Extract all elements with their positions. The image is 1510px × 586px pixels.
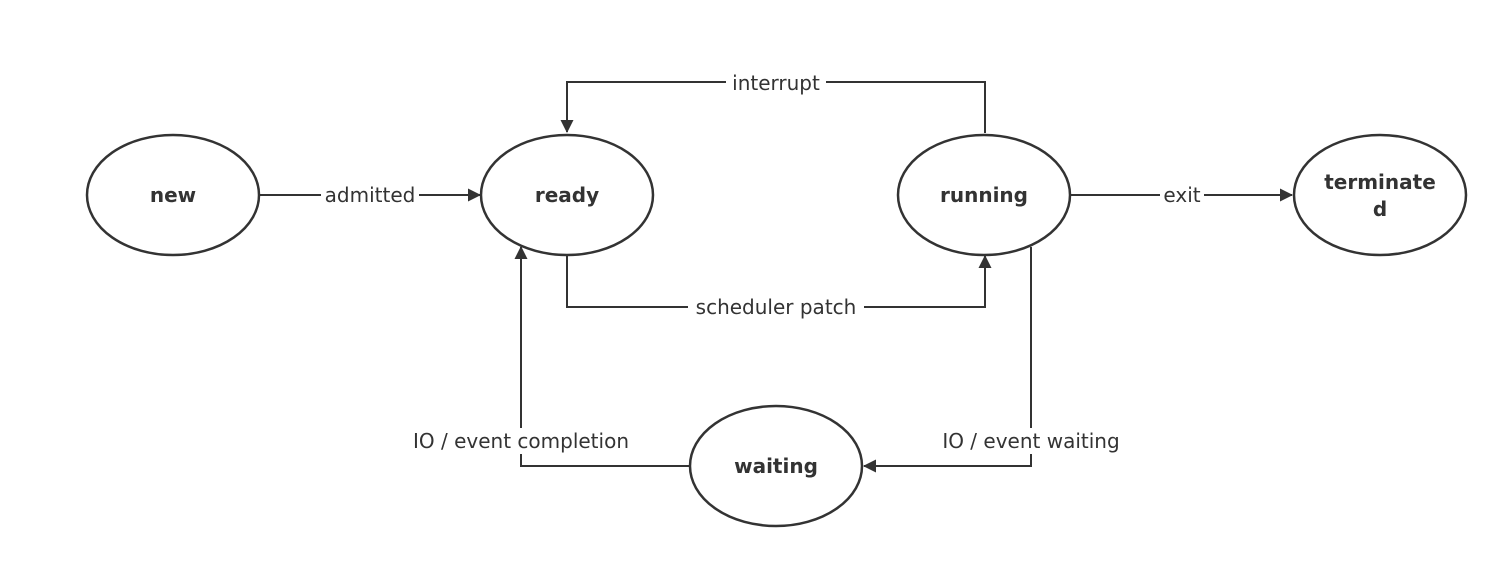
edge-admitted-label: admitted [325,183,416,207]
edge-io-event-waiting-label-bg [930,428,1132,454]
edge-admitted: admitted [260,183,481,207]
node-waiting: waiting [688,404,864,528]
node-waiting-shape [688,404,864,528]
edge-admitted-label-bg [321,183,419,207]
edge-io-event-waiting: IO / event waiting [863,247,1132,473]
node-ready-label: ready [535,183,599,207]
node-running-label: running [940,183,1028,207]
node-new-label: new [150,183,196,207]
edge-interrupt-label: interrupt [732,71,820,95]
edge-scheduler-patch-label: scheduler patch [696,295,857,319]
node-terminated-label-line1: terminate [1324,170,1436,194]
node-ready-shape [479,133,655,257]
edge-interrupt: interrupt [560,70,986,133]
edge-io-event-completion-label: IO / event completion [413,429,629,453]
node-ready: ready [479,133,655,257]
edge-exit-label: exit [1163,183,1200,207]
edge-scheduler-patch: scheduler patch [566,255,992,319]
node-waiting-label: waiting [734,454,818,478]
edge-exit-label-bg [1160,183,1204,207]
node-running: running [896,133,1072,257]
node-new: new [85,133,261,257]
node-terminated-label-line2: d [1373,197,1387,221]
node-terminated-shape [1292,133,1468,257]
edge-io-event-completion-label-bg [397,428,647,454]
edge-io-event-completion-line [514,246,690,467]
edge-io-event-waiting-label: IO / event waiting [942,429,1119,453]
edge-io-event-completion: IO / event completion [397,246,690,467]
edge-interrupt-label-bg [726,70,826,94]
node-terminated: terminate d [1292,133,1468,257]
edge-io-event-waiting-line [863,247,1032,473]
node-running-shape [896,133,1072,257]
edge-exit: exit [1071,183,1293,207]
node-new-shape [85,133,261,257]
edge-scheduler-patch-label-bg [688,295,864,319]
